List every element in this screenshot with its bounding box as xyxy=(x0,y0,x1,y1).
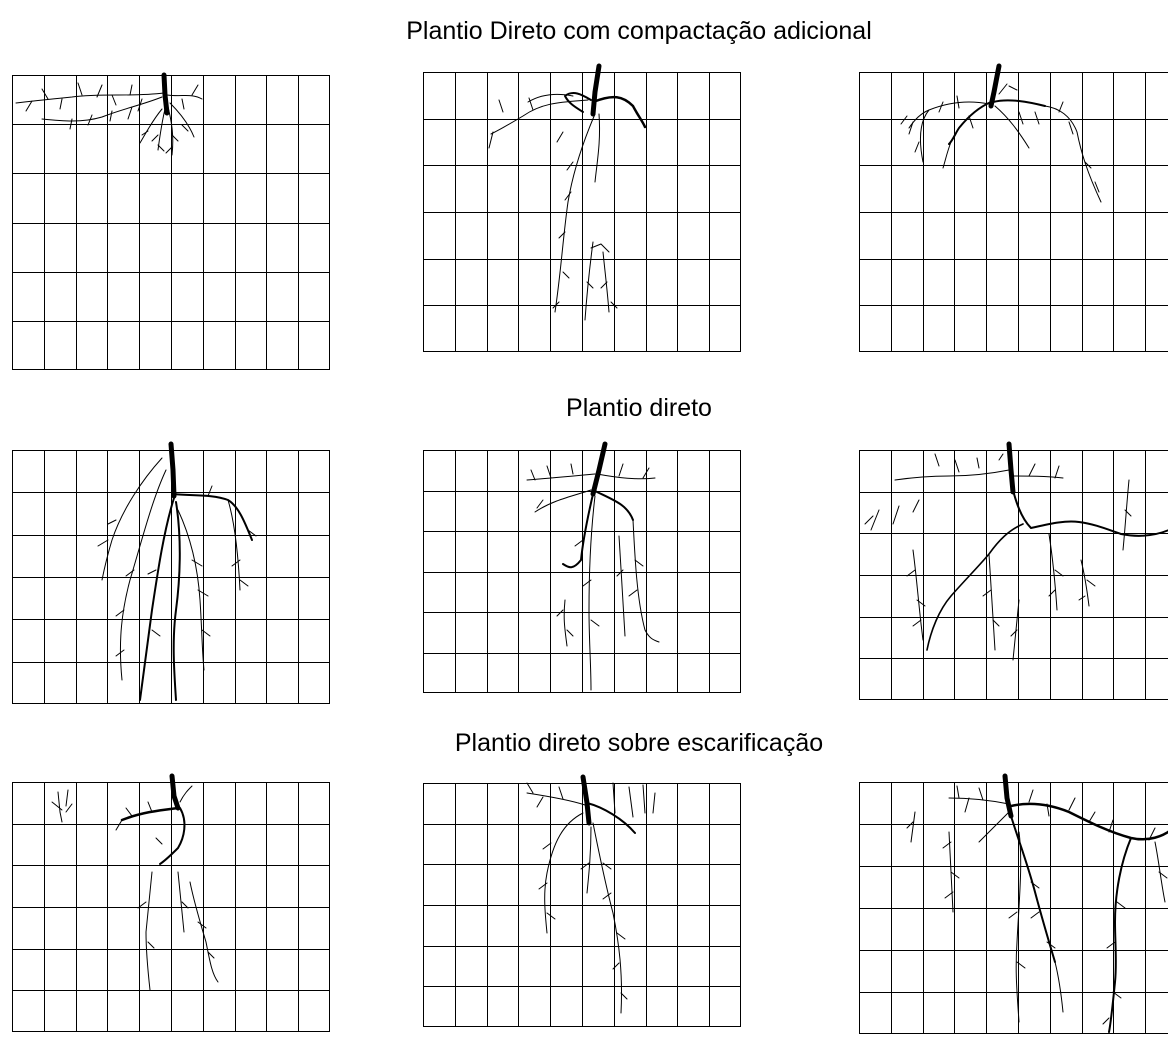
grid-lines xyxy=(423,450,741,693)
root-grid xyxy=(12,782,330,1032)
grid-lines xyxy=(12,450,330,704)
root-grid xyxy=(12,450,330,704)
root-grid xyxy=(423,72,741,352)
root-system xyxy=(907,776,1168,1032)
root-diagram-compactacao-2 xyxy=(423,72,741,352)
row-title-plantio-direto: Plantio direto xyxy=(0,393,1168,423)
grid-lines xyxy=(423,783,741,1027)
root-grid xyxy=(12,75,330,370)
root-diagram-plantio-direto-3 xyxy=(859,450,1168,700)
grid-lines xyxy=(12,782,330,1032)
root-grid xyxy=(423,783,741,1027)
root-system xyxy=(527,777,655,1013)
root-diagram-plantio-direto-2 xyxy=(423,450,741,693)
root-system xyxy=(16,75,202,155)
root-grid xyxy=(859,450,1168,700)
root-system xyxy=(98,444,256,700)
root-grid xyxy=(859,782,1168,1034)
root-system xyxy=(901,66,1101,202)
root-grid xyxy=(423,450,741,693)
root-diagram-escarificacao-2 xyxy=(423,783,741,1027)
root-diagram-plantio-direto-1 xyxy=(12,450,330,704)
root-system xyxy=(865,444,1168,660)
root-system xyxy=(489,66,645,320)
root-grid xyxy=(859,72,1168,352)
row-title-escarificacao: Plantio direto sobre escarificação xyxy=(0,728,1168,758)
row-title-compactacao: Plantio Direto com compactação adicional xyxy=(0,16,1168,46)
grid-lines xyxy=(859,72,1168,352)
grid-lines xyxy=(859,782,1168,1034)
grid-lines xyxy=(423,72,741,352)
root-diagram-escarificacao-1 xyxy=(12,782,330,1032)
root-diagram-compactacao-3 xyxy=(859,72,1168,352)
root-diagram-escarificacao-3 xyxy=(859,782,1168,1034)
root-diagram-compactacao-1 xyxy=(12,75,330,370)
